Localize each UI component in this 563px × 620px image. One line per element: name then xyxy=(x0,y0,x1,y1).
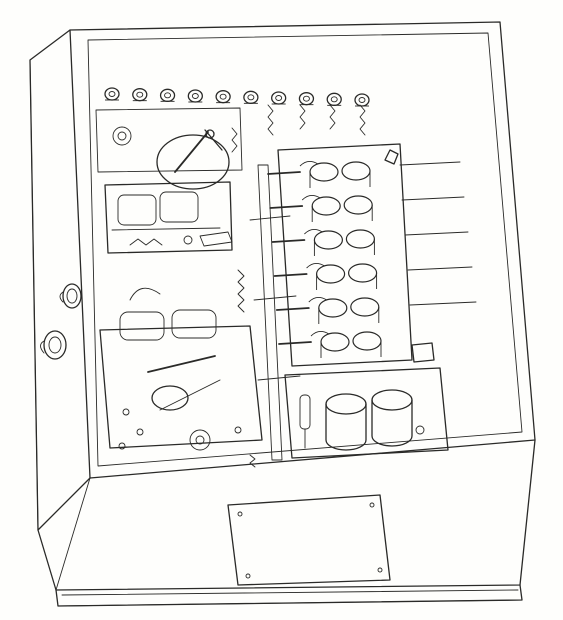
cabinet-box xyxy=(29,21,536,607)
binding-post xyxy=(159,88,176,102)
lower-left-screws xyxy=(118,408,242,450)
relay-coil-pair xyxy=(278,331,382,358)
relay-coil-pair xyxy=(271,229,375,256)
name-plate xyxy=(227,494,391,586)
center-bus-bar xyxy=(249,164,301,461)
escapement-plate xyxy=(95,107,243,173)
binding-post xyxy=(243,90,259,104)
relay-coil-pair xyxy=(275,297,380,324)
binding-post xyxy=(354,93,370,107)
relay-bank-frame xyxy=(277,143,413,367)
binding-post xyxy=(132,88,148,102)
wiring xyxy=(231,104,366,468)
armature-wheel xyxy=(147,355,221,411)
lower-right-base xyxy=(284,367,449,459)
relay-coil-pair xyxy=(267,161,371,188)
terminal-strips xyxy=(384,149,477,363)
star-wheel-upper xyxy=(112,126,132,146)
lower-relay-coils xyxy=(119,287,217,341)
side-knob-upper xyxy=(59,283,82,309)
binding-post xyxy=(298,92,315,106)
twin-coils xyxy=(325,389,413,451)
fuse-holder xyxy=(299,394,425,449)
star-wheel-lower xyxy=(189,429,211,451)
lower-left-plate xyxy=(99,325,263,449)
contact-disc xyxy=(156,129,230,190)
relay-bank xyxy=(267,161,382,358)
side-knob-lower xyxy=(40,330,67,360)
binding-posts-row xyxy=(104,87,370,107)
binding-post xyxy=(187,89,203,103)
binding-post xyxy=(271,91,287,105)
upper-relay xyxy=(104,181,233,254)
relay-coil-pair xyxy=(273,263,378,290)
relay-coil-pair xyxy=(269,195,373,222)
binding-post xyxy=(215,90,231,104)
binding-post xyxy=(104,87,120,101)
binding-post xyxy=(326,92,342,106)
